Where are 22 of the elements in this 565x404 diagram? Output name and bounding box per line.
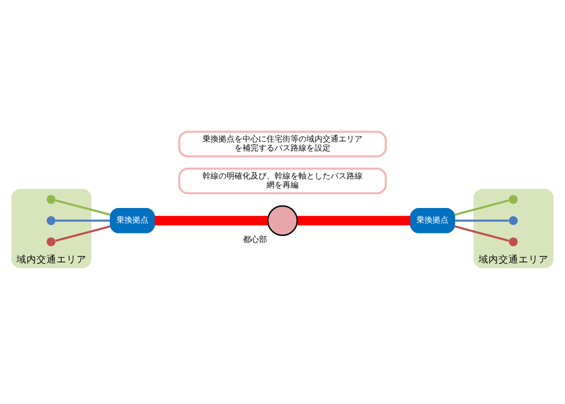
node-label: 都心部 [243, 233, 268, 244]
node-circle [508, 236, 518, 246]
cluster: 域内交通エリア [11, 188, 92, 268]
connector [56, 219, 110, 222]
node-circle [267, 204, 298, 236]
node-circle [508, 194, 518, 204]
connector [55, 198, 110, 216]
node-circle [46, 216, 56, 225]
node-circle [508, 216, 518, 225]
node-circle [46, 194, 56, 204]
node-box: 乗換拠点を中心に住宅街等の域内交通エリアを補完するバス路線を設定 [178, 130, 387, 157]
connector [454, 219, 509, 222]
node-box: 乗換拠点 [410, 207, 456, 233]
node-box: 乗換拠点 [110, 207, 155, 233]
connector [454, 198, 509, 216]
connector [154, 215, 268, 225]
connector [55, 224, 110, 242]
connector [297, 215, 410, 225]
connector [454, 224, 509, 242]
cluster: 域内交通エリア [474, 188, 554, 268]
node-circle [46, 236, 56, 246]
node-box: 幹線の明確化及び、幹線を軸としたバス路線網を再編 [178, 167, 387, 194]
